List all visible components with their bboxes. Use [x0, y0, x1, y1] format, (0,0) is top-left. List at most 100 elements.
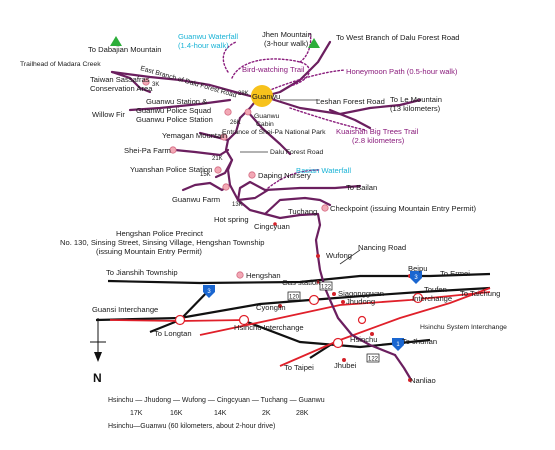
highway-3: [107, 272, 491, 285]
hengshan-poi[interactable]: [236, 271, 244, 279]
label-station-2: Guanwu Police Squad: [136, 106, 211, 115]
pointer-nancing: [339, 249, 361, 265]
daping-poi[interactable]: [248, 171, 256, 179]
route-sassafras: [110, 70, 152, 94]
basian-trail: [267, 169, 321, 189]
highway-1-shield: 1: [392, 338, 404, 351]
label-guanwu-waterfall-time: (1.4-hour walk): [178, 41, 229, 50]
railway-diagonal: [199, 291, 491, 336]
gas-station-dot[interactable]: [316, 280, 320, 284]
svg-text:1: 1: [396, 342, 400, 348]
legend-dist-2: 16K: [170, 410, 183, 417]
bird-watching-trail: [231, 58, 310, 87]
label-madara: Trailhead of Madara Creek: [20, 61, 101, 68]
label-taichung: To Taichung: [460, 289, 500, 298]
label-le-mountain-2: (13 kilometers): [390, 104, 441, 113]
cabin-poi[interactable]: [244, 108, 252, 116]
honeymoon-trail: [264, 69, 346, 93]
nanliao-dot[interactable]: [408, 378, 412, 382]
hotspring-dot[interactable]: [273, 222, 277, 226]
interchange-icons: [174, 292, 424, 349]
route-122-shield-north: 122: [319, 281, 333, 291]
label-21k: 21K: [212, 156, 223, 162]
legend-dist-3: 14K: [214, 410, 227, 417]
label-le-mountain-1: To Le Mountain: [390, 95, 442, 104]
label-taipei: To Taipei: [284, 363, 314, 372]
label-hsinchu-sys: Hsinchu System Interchange: [420, 324, 507, 331]
label-28k: 28K: [238, 91, 249, 97]
label-guanwu: Guanwu: [252, 92, 280, 101]
label-cabin-1: Guanwu: [254, 113, 280, 120]
svg-text:120: 120: [289, 295, 300, 301]
label-willow: Willow Fir: [92, 110, 125, 119]
label-checkpoint: Checkpoint (issuing Mountain Entry Permi…: [330, 204, 476, 213]
siagongwan-dot[interactable]: [332, 292, 336, 296]
label-guansi: Guansi Interchange: [92, 305, 158, 314]
legend-summary: Hsinchu—Guanwu (60 kilometers, about 2-h…: [108, 423, 275, 430]
label-hsinchu-ic: Hsinchu Interchange: [234, 323, 304, 332]
legend-dist-4: 2K: [262, 410, 271, 417]
label-bird-trail: Bird-watching Trail: [242, 65, 305, 74]
highway-3-shield-west: 3: [203, 285, 215, 298]
highway-3-shield-east: 3: [410, 271, 422, 284]
label-station-3: Guanwu Police Station: [136, 115, 213, 124]
label-hengshan-addr: No. 130, Sinsing Street, Sinsing Village…: [60, 238, 264, 247]
label-leshan: Leshan Forest Road: [316, 97, 385, 106]
label-13k: 13K: [232, 202, 243, 208]
north-arrow: N: [90, 318, 106, 385]
label-jhen-mountain: Jhen Mountain: [262, 30, 312, 39]
guanwu-farm-poi[interactable]: [222, 183, 230, 191]
route-122-shield-south: 122: [366, 353, 380, 363]
label-hsinchu: Hsinchu: [350, 335, 377, 344]
label-kuaishan-2: (2.8 kilometers): [352, 136, 405, 145]
label-longtan: To Longtan: [154, 329, 192, 338]
yemagan-poi[interactable]: [220, 133, 228, 141]
north-label: N: [93, 371, 102, 385]
label-dalu: Dalu Forest Road: [270, 149, 323, 156]
guanwu-marker[interactable]: [251, 85, 273, 107]
sassafras-poi[interactable]: [142, 78, 150, 86]
label-basian: Basian Waterfall: [296, 166, 351, 175]
label-entrance: Entrance of Shei-Pa National Park: [222, 129, 326, 136]
route-daping: [236, 180, 270, 202]
jhudong-dot[interactable]: [341, 300, 345, 304]
label-ermei: To Ermei: [440, 269, 470, 278]
label-sassafras-1: Taiwan Sassafras: [90, 75, 150, 84]
label-nancing: Nancing Road: [358, 243, 406, 252]
label-cingcyuan: Cingcyuan: [254, 222, 290, 231]
label-tuchang: Tuchang: [288, 207, 317, 216]
hsinchu-dot[interactable]: [370, 332, 374, 336]
label-toufen-1: Toufen: [424, 285, 447, 294]
legend-dist-5: 28K: [296, 410, 309, 417]
main-route: [263, 196, 397, 357]
label-cyonglin: Cyonglin: [256, 303, 286, 312]
police-station-poi[interactable]: [224, 108, 232, 116]
label-kuaishan-1: Kuaishan Big Trees Trail: [336, 127, 419, 136]
cyonglin-dot[interactable]: [278, 304, 282, 308]
label-beipu: Beipu: [408, 264, 427, 273]
label-guanwu-waterfall: Guanwu Waterfall: [178, 32, 238, 41]
jhubei-dot[interactable]: [342, 358, 346, 362]
checkpoint-poi[interactable]: [321, 204, 329, 212]
sheipa-poi[interactable]: [169, 146, 177, 154]
wufong-dot[interactable]: [316, 254, 320, 258]
label-guanwu-farm: Guanwu Farm: [172, 195, 220, 204]
svg-text:122: 122: [368, 357, 379, 363]
yuanshan-poi[interactable]: [214, 166, 222, 174]
route-to-bailan: [263, 184, 362, 192]
route-south-hsinchu: [393, 353, 412, 380]
kuaishan-trail: [289, 107, 366, 131]
route-east-branch: [110, 70, 260, 100]
label-hengshan-permit: (issuing Mountain Entry Permit): [96, 247, 202, 256]
route-kuaishan: [328, 108, 372, 130]
label-26k: 26K: [230, 120, 241, 126]
label-siagongwan: Siagonggwan: [338, 289, 384, 298]
label-dabajian: To Dabajian Mountain: [88, 45, 161, 54]
label-hotspring: Hot spring: [214, 215, 249, 224]
svg-text:3: 3: [414, 275, 418, 281]
label-yuanshan: Yuanshan Police Station: [130, 165, 212, 174]
route-entrance: [246, 110, 292, 156]
svg-text:122: 122: [321, 285, 332, 291]
label-toufen-2: Interchange: [412, 294, 452, 303]
label-wufong: Wufong: [326, 251, 352, 260]
